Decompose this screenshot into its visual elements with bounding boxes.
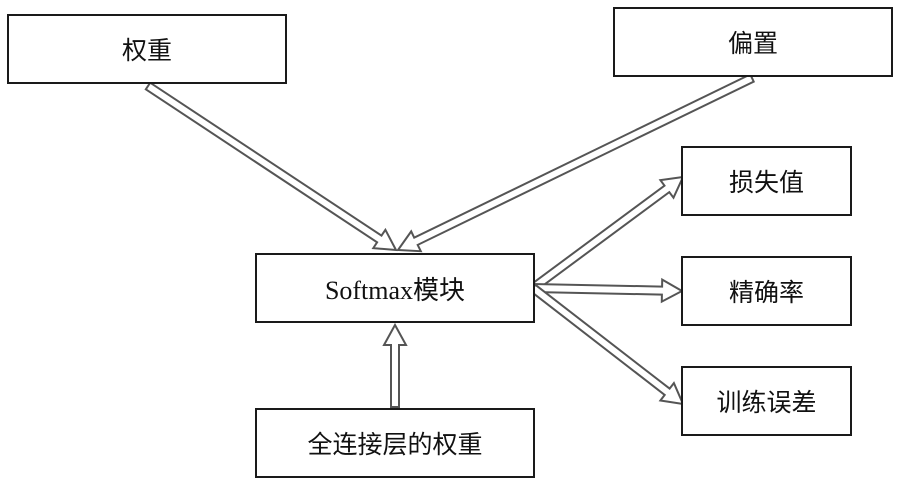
- arrow-softmax-to-loss: [529, 175, 685, 293]
- arrow-bias-to-softmax: [396, 73, 756, 253]
- node-softmax: Softmax模块: [255, 253, 535, 323]
- arrow-weights-to-softmax: [144, 81, 398, 252]
- node-weights: 权重: [7, 14, 287, 84]
- node-loss-label: 损失值: [728, 168, 804, 197]
- node-accuracy: 精确率: [681, 256, 852, 326]
- arrow-softmax-to-accuracy: [531, 277, 685, 304]
- node-fc-weights-label: 全连接层的权重: [307, 430, 483, 459]
- node-accuracy-label: 精确率: [728, 278, 804, 307]
- node-loss: 损失值: [681, 146, 852, 216]
- node-bias-label: 偏置: [727, 29, 778, 58]
- arrow-softmax-to-train-error: [529, 283, 685, 406]
- arrow-fc-weights-to-softmax: [382, 322, 408, 408]
- node-softmax-label: Softmax模块: [324, 275, 466, 305]
- node-train-error: 训练误差: [681, 366, 852, 436]
- node-weights-label: 权重: [121, 36, 172, 65]
- node-fc-weights: 全连接层的权重: [255, 408, 535, 478]
- node-bias: 偏置: [613, 7, 893, 77]
- node-train-error-label: 训练误差: [716, 388, 817, 417]
